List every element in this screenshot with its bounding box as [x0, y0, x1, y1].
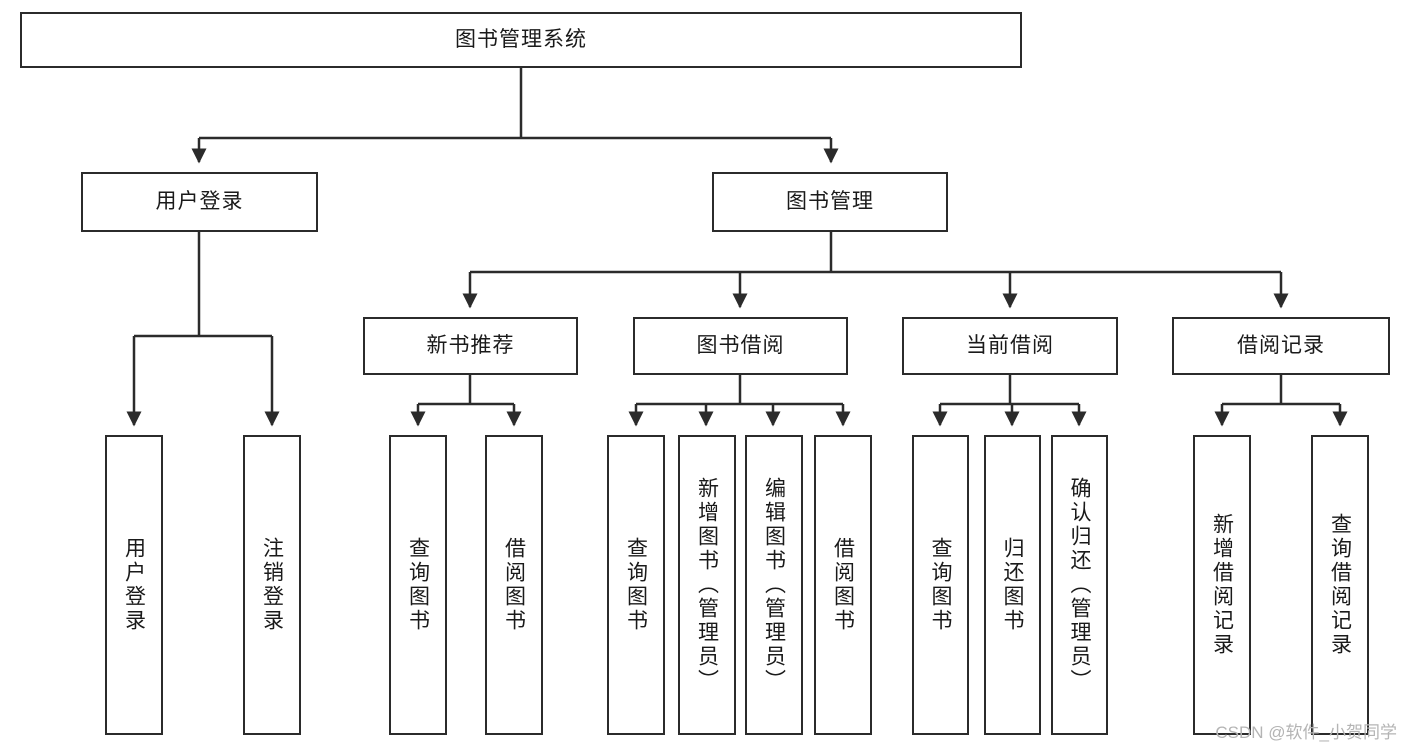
node-current-borrow-label: 当前借阅 — [966, 334, 1054, 358]
node-root-label: 图书管理系统 — [455, 28, 587, 52]
node-leaf-user-login-label: 用户登录 — [122, 537, 146, 633]
node-leaf-bb-borrow-book[interactable]: 借阅图书 — [814, 435, 872, 735]
node-root[interactable]: 图书管理系统 — [20, 12, 1022, 68]
node-leaf-br-query-record-label: 查询借阅记录 — [1328, 513, 1352, 657]
node-leaf-cb-query-book[interactable]: 查询图书 — [912, 435, 969, 735]
node-leaf-bb-query-book[interactable]: 查询图书 — [607, 435, 665, 735]
node-user-login-label: 用户登录 — [155, 190, 244, 214]
node-borrow-record-label: 借阅记录 — [1237, 334, 1325, 358]
node-new-book-recommend-label: 新书推荐 — [426, 334, 515, 358]
node-leaf-br-add-record-label: 新增借阅记录 — [1210, 513, 1234, 657]
node-leaf-cb-return-book[interactable]: 归还图书 — [984, 435, 1041, 735]
node-borrow-record[interactable]: 借阅记录 — [1172, 317, 1390, 375]
node-leaf-bb-edit-book-label: 编辑图书（管理员） — [762, 477, 786, 693]
node-book-borrow[interactable]: 图书借阅 — [633, 317, 848, 375]
node-new-book-recommend[interactable]: 新书推荐 — [363, 317, 578, 375]
node-leaf-bb-add-book-label: 新增图书（管理员） — [695, 477, 719, 693]
node-book-manage-label: 图书管理 — [786, 190, 874, 214]
node-leaf-cb-return-book-label: 归还图书 — [1001, 537, 1024, 633]
node-leaf-bb-borrow-book-label: 借阅图书 — [831, 537, 855, 633]
node-leaf-user-logout-label: 注销登录 — [260, 537, 284, 633]
node-current-borrow[interactable]: 当前借阅 — [902, 317, 1118, 375]
node-leaf-br-add-record[interactable]: 新增借阅记录 — [1193, 435, 1251, 735]
node-leaf-bb-query-book-label: 查询图书 — [624, 537, 648, 633]
node-book-manage[interactable]: 图书管理 — [712, 172, 948, 232]
node-leaf-cb-query-book-label: 查询图书 — [929, 537, 952, 633]
node-book-borrow-label: 图书借阅 — [696, 334, 785, 358]
node-leaf-rec-query-book[interactable]: 查询图书 — [389, 435, 447, 735]
node-user-login[interactable]: 用户登录 — [81, 172, 318, 232]
node-leaf-cb-confirm-return-label: 确认归还（管理员） — [1068, 477, 1091, 693]
node-leaf-br-query-record[interactable]: 查询借阅记录 — [1311, 435, 1369, 735]
node-leaf-rec-borrow-book[interactable]: 借阅图书 — [485, 435, 543, 735]
node-leaf-bb-add-book[interactable]: 新增图书（管理员） — [678, 435, 736, 735]
node-leaf-rec-borrow-book-label: 借阅图书 — [502, 537, 526, 633]
node-leaf-user-login[interactable]: 用户登录 — [105, 435, 163, 735]
node-leaf-user-logout[interactable]: 注销登录 — [243, 435, 301, 735]
node-leaf-bb-edit-book[interactable]: 编辑图书（管理员） — [745, 435, 803, 735]
node-leaf-rec-query-book-label: 查询图书 — [406, 537, 430, 633]
node-leaf-cb-confirm-return[interactable]: 确认归还（管理员） — [1051, 435, 1108, 735]
